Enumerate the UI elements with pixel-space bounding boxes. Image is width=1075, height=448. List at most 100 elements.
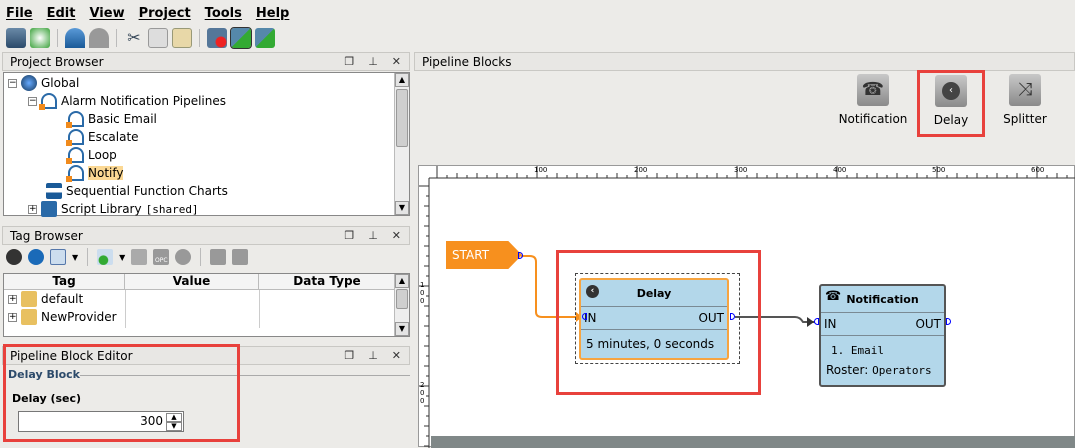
dropdown-icon[interactable]: ▼ — [119, 252, 126, 262]
highlight-box — [3, 344, 240, 442]
table-edit-icon[interactable] — [50, 249, 66, 265]
delay-spinner: 300 ▲ ▼ — [18, 411, 184, 432]
menu-tools[interactable]: Tools — [204, 5, 242, 21]
close-icon[interactable]: ✕ — [391, 349, 401, 362]
delay-field-label: Delay (sec) — [12, 392, 82, 405]
block-title: Notification — [846, 292, 919, 306]
canvas-scrollbar[interactable] — [431, 436, 1075, 448]
pipeline-icon — [66, 129, 84, 146]
delay-input[interactable]: 300 — [140, 414, 163, 428]
timer-icon — [175, 249, 192, 265]
tree-item-script-library[interactable]: +Script Library[shared] — [28, 201, 199, 217]
tree-item-alarm-pipelines[interactable]: −Alarm Notification Pipelines — [28, 93, 227, 110]
menu-file[interactable]: File — [6, 5, 33, 21]
import-icon — [232, 249, 249, 265]
spinner-down-button[interactable]: ▼ — [166, 422, 182, 431]
project-tree: −Global −Alarm Notification Pipelines Ba… — [3, 72, 410, 217]
block-title: Delay — [636, 286, 672, 300]
selection-outline — [575, 273, 740, 364]
tree-item-loop[interactable]: Loop — [66, 147, 117, 164]
delay-icon: ‹ — [586, 285, 599, 298]
pin-icon[interactable]: ⊥ — [368, 55, 378, 68]
menu-bar: File Edit View Project Tools Help — [0, 0, 1075, 26]
dropdown-icon[interactable]: ▼ — [72, 252, 79, 262]
ruler-label: 300 — [734, 166, 748, 174]
highlight-box — [556, 250, 761, 395]
palette-delay[interactable]: ‹ Delay — [917, 70, 985, 137]
main-toolbar: ✂ — [0, 26, 275, 50]
disconnect-icon[interactable] — [207, 28, 227, 48]
palette-notification[interactable]: ☎ Notification — [838, 74, 908, 126]
tree-item-sfc[interactable]: Sequential Function Charts — [46, 183, 228, 199]
tree-item-escalate[interactable]: Escalate — [66, 129, 139, 146]
table-row[interactable]: +NewProvider — [8, 309, 117, 325]
ruler-label: 500 — [932, 166, 946, 174]
ruler-label: 200 — [634, 166, 648, 174]
block-editor-header: Pipeline Block Editor ❐⊥✕ — [2, 346, 410, 365]
opc-icon: OPC — [153, 249, 170, 265]
refresh-icon[interactable] — [28, 249, 44, 265]
tree-item-notify[interactable]: Notify — [66, 165, 124, 182]
out-label: OUT — [698, 311, 724, 325]
pin-icon[interactable]: ⊥ — [368, 229, 378, 242]
in-label: IN — [824, 317, 837, 331]
undo-icon[interactable] — [65, 28, 85, 48]
close-icon[interactable]: ✕ — [391, 229, 401, 242]
tag-icon — [131, 249, 148, 265]
tree-scrollbar[interactable]: ▲▼ — [394, 73, 409, 215]
binoculars-icon[interactable] — [6, 249, 22, 265]
float-icon[interactable]: ❐ — [344, 349, 355, 362]
menu-project[interactable]: Project — [138, 5, 191, 21]
ruler-label: 100 — [420, 281, 425, 305]
pin-icon[interactable]: ⊥ — [368, 349, 378, 362]
table-row[interactable]: +default — [8, 291, 84, 307]
rulers — [419, 166, 1075, 448]
roster-label: Roster: — [826, 363, 869, 377]
comm-read-icon[interactable] — [255, 28, 275, 48]
notification-out-port[interactable] — [946, 318, 951, 325]
section-title: Delay Block — [8, 368, 80, 381]
menu-help[interactable]: Help — [255, 5, 290, 21]
delay-icon: ‹ — [935, 75, 967, 107]
copy-icon[interactable] — [148, 28, 168, 48]
tree-item-basic-email[interactable]: Basic Email — [66, 111, 157, 128]
start-out-port[interactable] — [518, 252, 523, 259]
spinner-up-button[interactable]: ▲ — [166, 413, 182, 422]
delay-in-port[interactable] — [582, 313, 587, 320]
paste-icon[interactable] — [172, 28, 192, 48]
redo-icon[interactable] — [89, 28, 109, 48]
update-icon[interactable] — [30, 28, 50, 48]
ruler-label: 100 — [534, 166, 548, 174]
ruler-label: 600 — [1031, 166, 1045, 174]
splitter-icon: ⤨ — [1009, 74, 1041, 106]
menu-view[interactable]: View — [89, 5, 125, 21]
panel-title: Pipeline Blocks — [422, 54, 512, 69]
panel-title: Tag Browser — [10, 228, 83, 243]
close-icon[interactable]: ✕ — [391, 55, 401, 68]
sfc-icon — [46, 183, 62, 199]
start-node[interactable]: START — [446, 241, 522, 269]
globe-icon — [21, 75, 37, 91]
tag-table: Tag Value Data Type +default +NewProvide… — [3, 273, 410, 337]
cut-icon[interactable]: ✂ — [127, 28, 141, 47]
pipeline-blocks-header: Pipeline Blocks — [414, 52, 1075, 71]
menu-edit[interactable]: Edit — [46, 5, 76, 21]
add-tag-icon[interactable] — [97, 249, 114, 265]
comm-read-write-icon[interactable] — [230, 27, 252, 49]
ruler-label: 200 — [420, 381, 425, 405]
out-label: OUT — [915, 317, 941, 331]
float-icon[interactable]: ❐ — [344, 229, 355, 242]
roster-value: Operators — [872, 364, 932, 377]
folder-icon — [21, 309, 37, 325]
tree-item-global[interactable]: −Global — [8, 75, 80, 91]
palette-splitter[interactable]: ⤨ Splitter — [992, 74, 1058, 126]
save-icon[interactable] — [6, 28, 26, 48]
tag-scrollbar[interactable]: ▲▼ — [394, 274, 409, 336]
float-icon[interactable]: ❐ — [344, 55, 355, 68]
script-library-icon — [41, 201, 57, 217]
delay-out-port[interactable] — [730, 313, 735, 320]
notification-in-port[interactable] — [814, 318, 819, 325]
delay-detail: 5 minutes, 0 seconds — [586, 337, 715, 351]
